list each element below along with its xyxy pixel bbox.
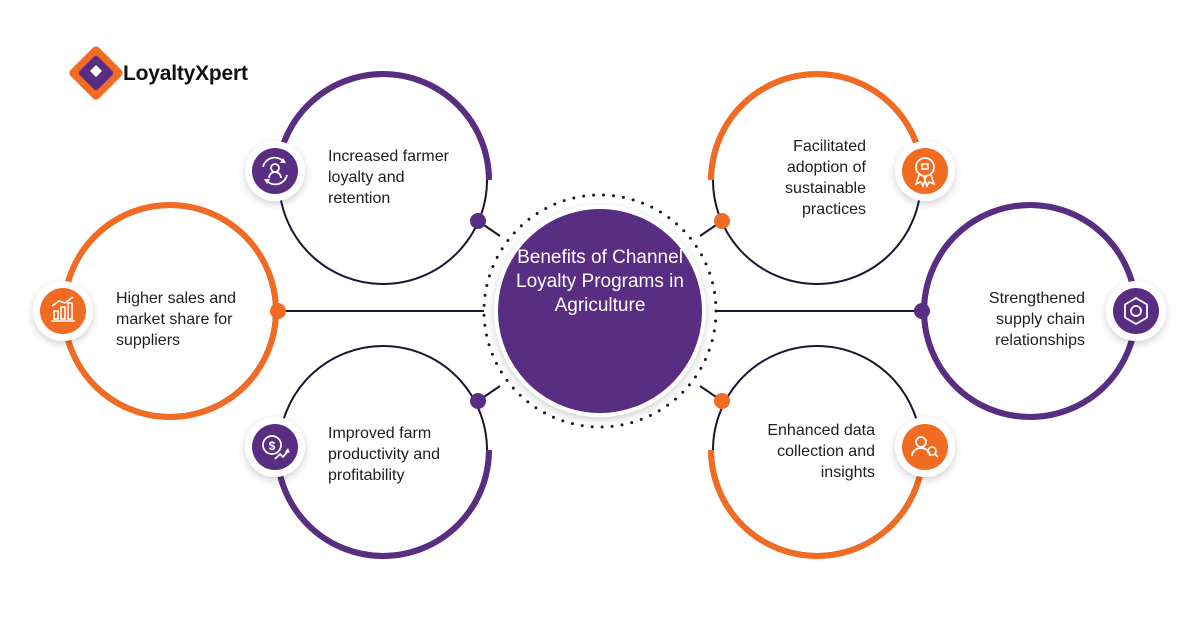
connector-dot bbox=[714, 213, 730, 229]
bar-chart-growth-icon bbox=[33, 281, 93, 341]
connector-dot bbox=[714, 393, 730, 409]
svg-text:$: $ bbox=[269, 439, 276, 453]
connector-dot bbox=[914, 303, 930, 319]
user-cycle-icon bbox=[245, 141, 305, 201]
user-insight-icon bbox=[895, 417, 955, 477]
benefit-label-higher-sales: Higher sales and market share for suppli… bbox=[116, 290, 237, 349]
benefit-label-sustainable-practices: Facilitated adoption of sustainable prac… bbox=[785, 138, 866, 218]
dollar-growth-icon: $ bbox=[245, 417, 305, 477]
brand-name: LoyaltyXpert bbox=[123, 62, 248, 85]
benefit-circle-data-insights bbox=[708, 345, 926, 559]
benefit-circle-farmer-loyalty bbox=[274, 71, 492, 285]
gear-network-icon bbox=[1106, 281, 1166, 341]
brand: LoyaltyXpert bbox=[123, 62, 248, 86]
brand-logo-icon bbox=[69, 46, 123, 100]
benefit-circle-farm-productivity bbox=[274, 345, 492, 559]
benefit-circle-sustainable-practices bbox=[708, 71, 926, 285]
connector-dot bbox=[470, 213, 486, 229]
connector-dot bbox=[270, 303, 286, 319]
benefit-label-supply-chain: Strengthened supply chain relationships bbox=[988, 290, 1085, 349]
benefit-label-farm-productivity: Improved farm productivity and profitabi… bbox=[328, 425, 441, 484]
connector-dot bbox=[470, 393, 486, 409]
benefit-circle-supply-chain bbox=[914, 202, 1139, 420]
center-hub bbox=[482, 193, 718, 429]
benefit-label-data-insights: Enhanced data collection and insights bbox=[767, 422, 875, 481]
benefit-label-farmer-loyalty: Increased farmer loyalty and retention bbox=[328, 148, 449, 207]
award-badge-icon bbox=[895, 141, 955, 201]
center-title: Benefits of Channel Loyalty Programs in … bbox=[516, 247, 684, 316]
